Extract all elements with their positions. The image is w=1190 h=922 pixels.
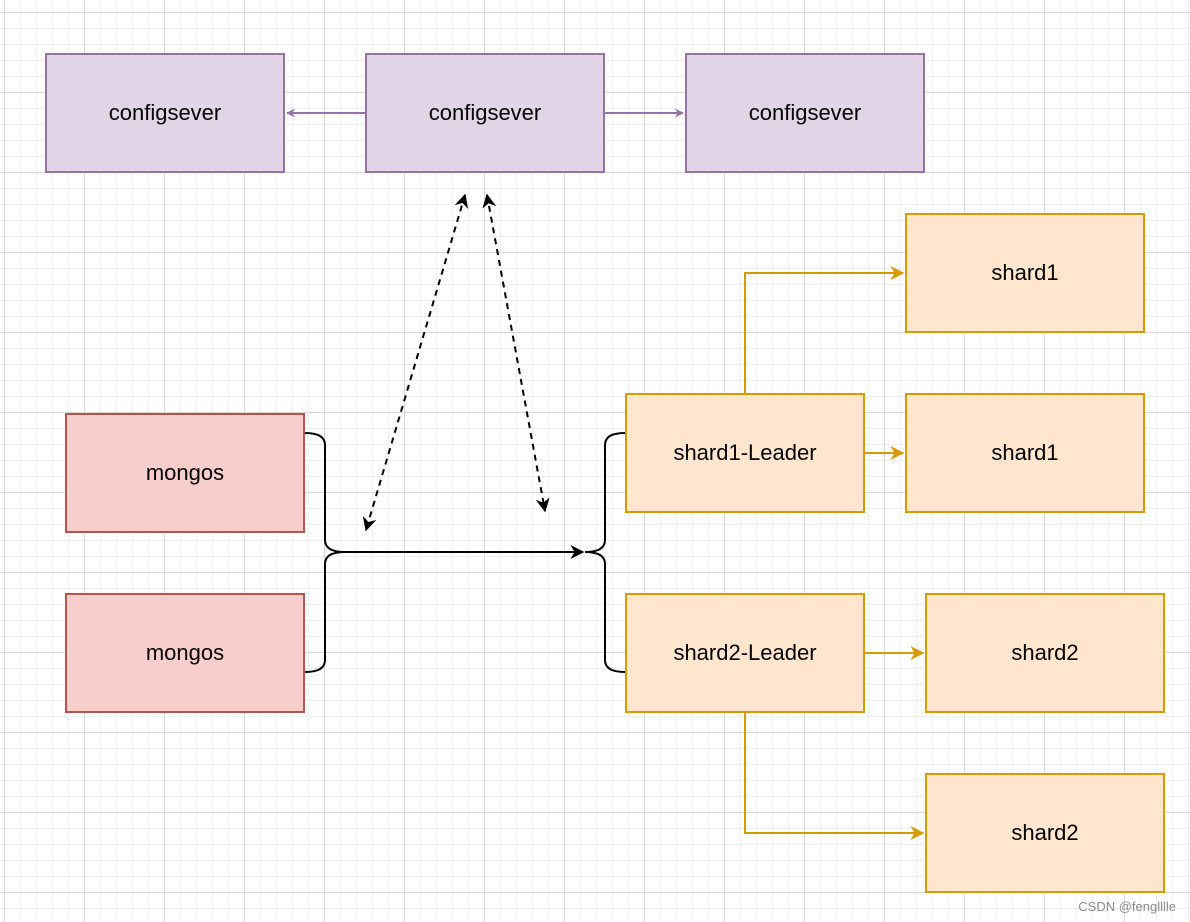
shard2-leader-node[interactable]: shard2-Leader [625, 593, 865, 713]
node-label: mongos [145, 640, 225, 665]
node-label: shard1-Leader [673, 440, 817, 465]
node-label: configsever [428, 100, 542, 125]
node-label: shard2-Leader [673, 640, 817, 665]
node-label: configsever [748, 100, 862, 125]
brace-shard-leaders [584, 432, 626, 673]
shard1-leader-node[interactable]: shard1-Leader [625, 393, 865, 513]
node-label: shard1 [991, 260, 1059, 285]
edge-dashed-config-to-mongos [362, 193, 469, 532]
shard1-replica-node-a[interactable]: shard1 [905, 213, 1145, 333]
configserver-node-center[interactable]: configsever [365, 53, 605, 173]
shard1-replica-node-b[interactable]: shard1 [905, 393, 1145, 513]
configserver-node-left[interactable]: configsever [45, 53, 285, 173]
watermark-text: CSDN @fenglllle [1078, 899, 1176, 914]
node-label: shard2 [1011, 820, 1079, 845]
mongos-node-top[interactable]: mongos [65, 413, 305, 533]
shard2-replica-node-b[interactable]: shard2 [925, 773, 1165, 893]
edge-shard2-leader-to-shard2-b [744, 713, 925, 840]
edge-dashed-config-to-shards [482, 193, 550, 513]
shard2-replica-node-a[interactable]: shard2 [925, 593, 1165, 713]
configserver-node-right[interactable]: configsever [685, 53, 925, 173]
mongos-node-bottom[interactable]: mongos [65, 593, 305, 713]
node-label: shard1 [991, 440, 1059, 465]
node-label: configsever [108, 100, 222, 125]
edge-shard1-leader-to-shard1-a [744, 266, 905, 393]
node-label: mongos [145, 460, 225, 485]
brace-mongos [304, 432, 346, 673]
node-label: shard2 [1011, 640, 1079, 665]
